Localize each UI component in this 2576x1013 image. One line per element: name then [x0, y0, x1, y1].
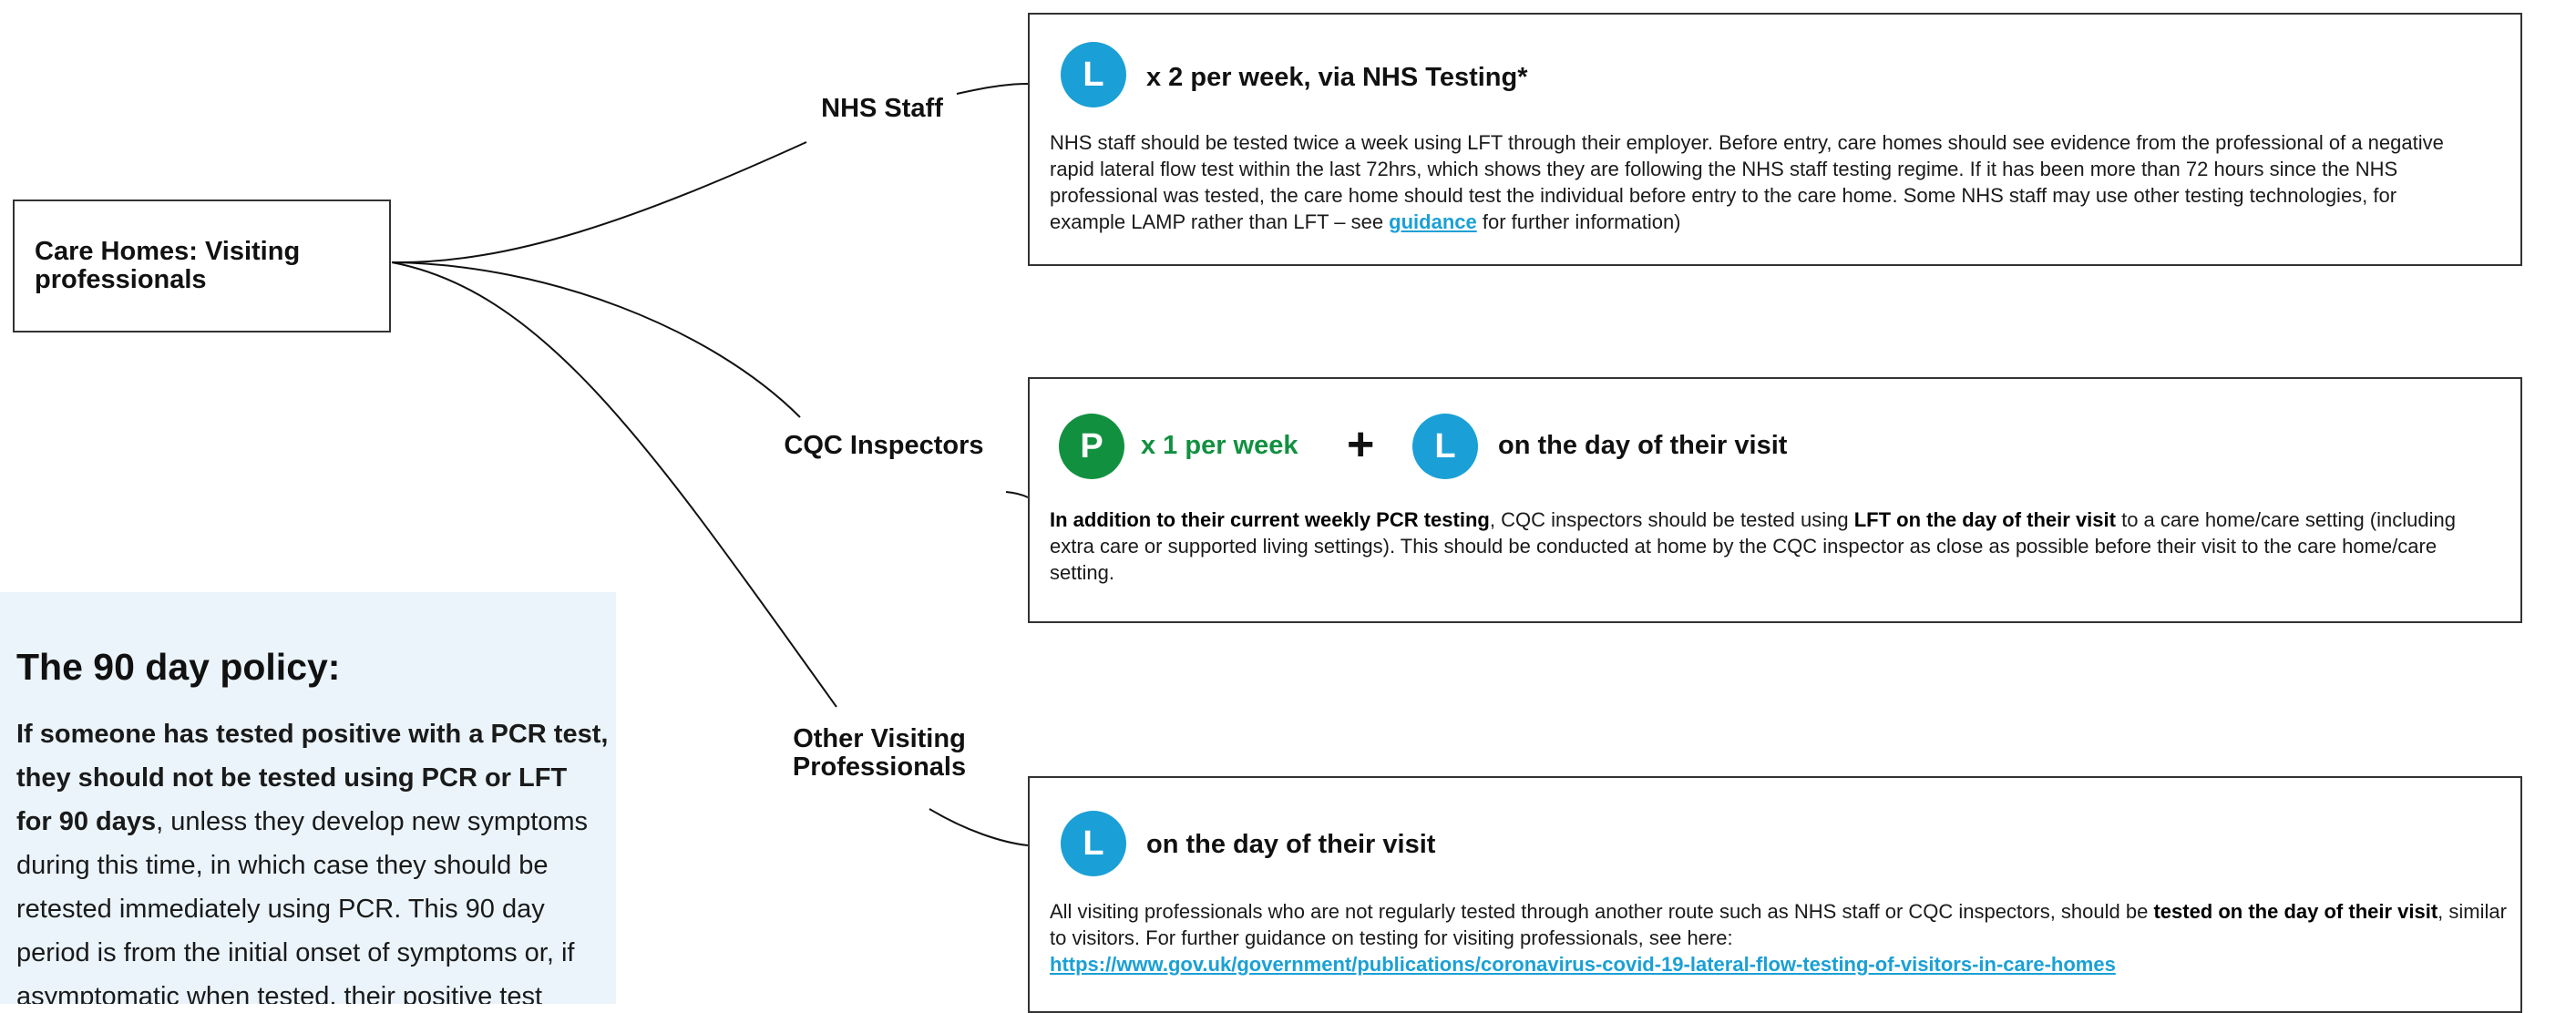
- branch-other-visiting-label: Other Visiting Professionals: [792, 724, 967, 782]
- gov-uk-link[interactable]: https://www.gov.uk/government/publicatio…: [1050, 953, 2116, 976]
- cqc-pcr-heading: x 1 per week: [1141, 431, 1298, 460]
- nhs-staff-card: L x 2 per week, via NHS Testing* NHS sta…: [1028, 13, 2522, 266]
- ninety-day-policy-panel: The 90 day policy: If someone has tested…: [0, 592, 616, 1004]
- cqc-card-body: In addition to their current weekly PCR …: [1050, 508, 2456, 584]
- nhs-card-body: NHS staff should be tested twice a week …: [1050, 131, 2444, 233]
- connector-root-other: [391, 261, 837, 708]
- cqc-inspectors-card: P x 1 per week + L on the day of their v…: [1028, 377, 2522, 623]
- guidance-link[interactable]: guidance: [1389, 210, 1477, 233]
- pcr-badge: P: [1059, 414, 1124, 479]
- connector-root-cqc: [391, 261, 801, 418]
- lft-badge: L: [1061, 42, 1126, 107]
- other-card-body: All visiting professionals who are not r…: [1050, 900, 2507, 976]
- branch-nhs-staff-label: NHS Staff: [821, 94, 943, 123]
- nhs-card-heading: x 2 per week, via NHS Testing*: [1146, 63, 1528, 92]
- connector-root-nhs: [391, 141, 807, 264]
- policy-title: The 90 day policy:: [16, 646, 341, 688]
- cqc-lft-heading: on the day of their visit: [1498, 431, 1788, 460]
- plus-icon: +: [1347, 418, 1375, 471]
- other-card-heading: on the day of their visit: [1146, 830, 1436, 859]
- branch-other-visiting: Other Visiting Professionals: [785, 725, 973, 782]
- connector-nhs-card: [956, 83, 1029, 95]
- branch-cqc-inspectors: CQC Inspectors: [776, 432, 991, 460]
- branch-cqc-inspectors-label: CQC Inspectors: [784, 431, 984, 460]
- connector-other-card: [929, 808, 1029, 846]
- connector-cqc-card: [1005, 491, 1029, 498]
- root-node: Care Homes: Visiting professionals: [13, 200, 391, 333]
- other-visiting-card: L on the day of their visit All visiting…: [1028, 776, 2522, 1013]
- root-label: Care Homes: Visiting professionals: [35, 237, 301, 294]
- branch-nhs-staff: NHS Staff: [802, 95, 962, 123]
- lft-badge: L: [1061, 811, 1126, 876]
- lft-badge: L: [1412, 414, 1478, 479]
- policy-text: If someone has tested positive with a PC…: [16, 720, 609, 1004]
